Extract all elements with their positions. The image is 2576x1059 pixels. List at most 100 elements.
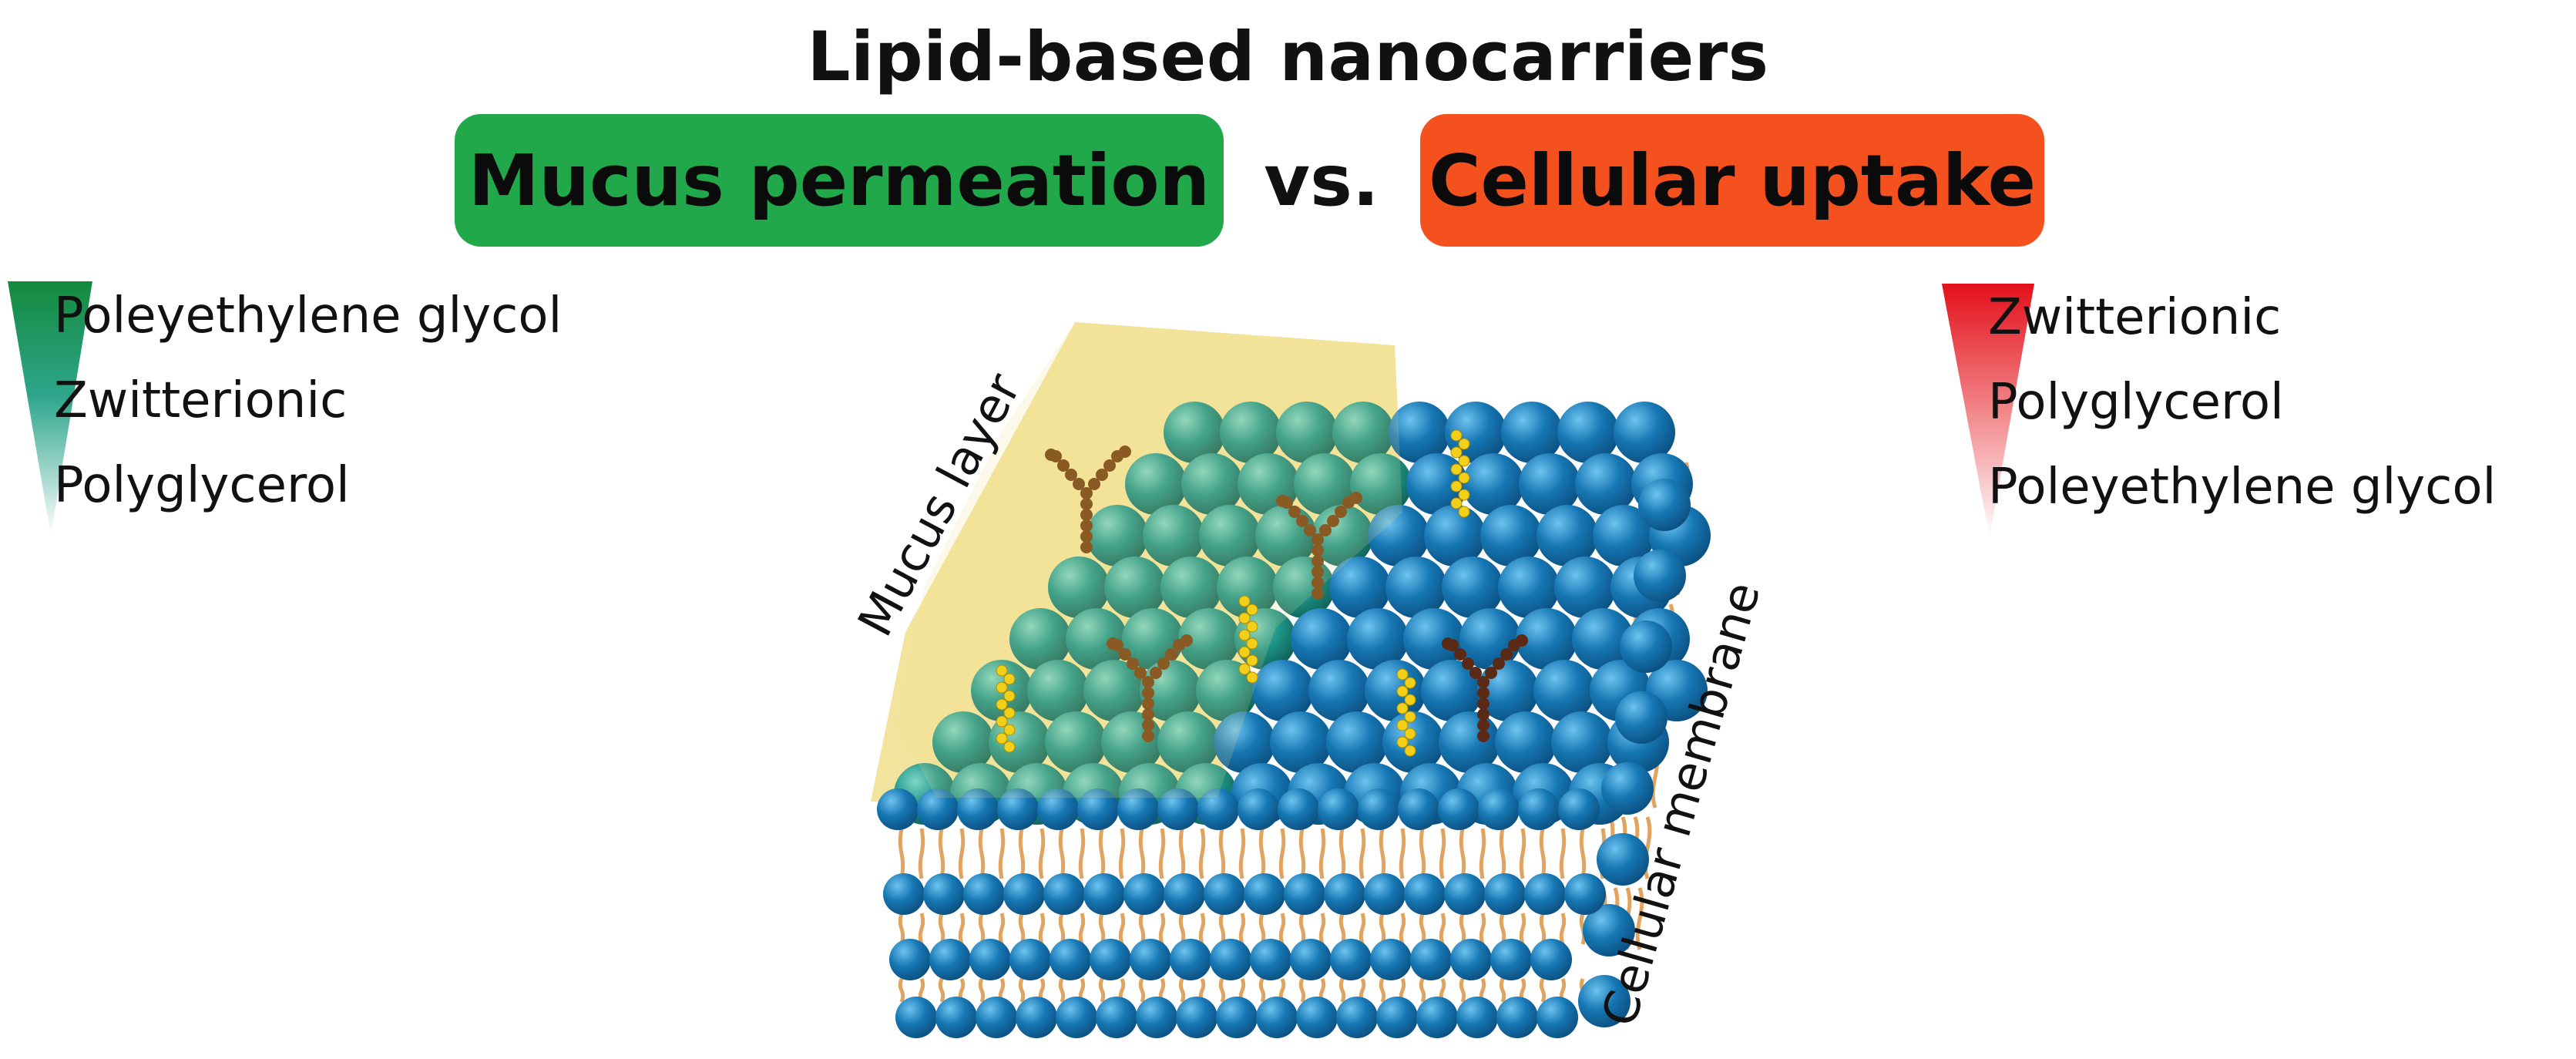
lipid-tail: [1479, 913, 1486, 945]
uptake-ranking-gradient-icon: [1942, 284, 2034, 538]
lipid-head: [1614, 402, 1675, 463]
glycoprotein-bead: [1288, 506, 1301, 518]
lipid-head: [1498, 556, 1560, 618]
glycoprotein-bead: [1088, 478, 1100, 490]
lipid-head: [1330, 939, 1372, 980]
lipid-tail: [1238, 913, 1246, 945]
glycoprotein-bead: [1516, 634, 1528, 647]
lipid-tail: [1218, 828, 1226, 879]
glycoprotein-bead: [1454, 648, 1466, 661]
lipid-head: [1216, 997, 1258, 1038]
versus-label: vs.: [1264, 139, 1379, 222]
lipid-head: [1410, 939, 1452, 980]
lipid-tail: [1038, 828, 1046, 879]
lipid-tail: [918, 913, 925, 945]
lipid-head: [1572, 608, 1634, 670]
mucus-covered-lipid-head: [1332, 402, 1394, 463]
lipid-head: [1296, 997, 1338, 1038]
glycoprotein-bead: [1312, 566, 1324, 578]
lipid-head: [1308, 660, 1370, 721]
lipid-head: [976, 997, 1017, 1038]
cholesterol-bead: [1003, 707, 1016, 719]
lipid-head: [1495, 711, 1557, 773]
lipid-tail: [1499, 828, 1506, 879]
cholesterol-bead: [1003, 741, 1016, 753]
lipid-head: [1252, 660, 1314, 721]
lipid-tail: [1098, 828, 1106, 879]
glycoprotein-bead: [1142, 676, 1154, 688]
lipid-head: [1551, 711, 1613, 773]
glycoprotein-bead: [1181, 634, 1193, 647]
mucus-covered-lipid-head: [1217, 556, 1278, 618]
cholesterol-bead: [1404, 728, 1416, 740]
cholesterol-bead: [1458, 506, 1470, 518]
glycoprotein-bead: [1134, 667, 1147, 679]
lipid-tail: [1158, 913, 1166, 945]
lipid-tail: [1379, 913, 1386, 945]
lipid-tail: [998, 913, 1006, 945]
lipid-head: [963, 873, 1005, 915]
uptake-ranking-item: Zwitterionic: [1988, 289, 2282, 346]
glycoprotein-bead: [1477, 687, 1490, 699]
lipid-head: [1376, 997, 1418, 1038]
lipid-tail: [1579, 913, 1587, 945]
lipid-tail: [1399, 828, 1406, 879]
glycoprotein-bead: [1045, 449, 1057, 461]
lipid-head: [1083, 873, 1125, 915]
mucus-covered-lipid-head: [1125, 453, 1187, 515]
lipid-head: [1009, 939, 1051, 980]
lipid-tail: [1635, 887, 1644, 950]
cholesterol-bead: [1404, 711, 1416, 723]
lipid-head: [1056, 997, 1097, 1038]
lipid-head: [1368, 505, 1429, 566]
lipid-head: [1478, 788, 1520, 830]
mucus-covered-lipid-head: [1294, 453, 1355, 515]
lipid-tail: [1238, 828, 1246, 879]
glycoprotein-bead: [1462, 657, 1474, 670]
lipid-tail: [1298, 978, 1306, 1003]
lipid-head: [1324, 873, 1365, 915]
lipid-tail: [958, 913, 966, 945]
glycoprotein-bead: [1119, 445, 1131, 458]
mucus-covered-lipid-head: [1178, 608, 1240, 670]
lipid-head: [1524, 873, 1566, 915]
mucus-ranking-item: Polyglycerol: [54, 457, 350, 514]
cholesterol-bead: [1458, 438, 1470, 450]
cholesterol-icon: [1450, 429, 1470, 518]
lipid-head: [1537, 505, 1598, 566]
lipid-head: [1336, 997, 1378, 1038]
lipid-head: [1037, 788, 1079, 830]
lipid-tail: [1258, 828, 1266, 879]
cholesterol-bead: [1246, 620, 1258, 633]
lipid-head: [1197, 788, 1239, 830]
lipid-head: [1123, 873, 1165, 915]
lipid-head: [1537, 997, 1578, 1038]
lipid-tail: [938, 913, 945, 945]
cholesterol-bead: [1396, 685, 1409, 698]
glycoprotein-icon: [1107, 634, 1193, 742]
uptake-ranking-item: Poleyethylene glycol: [1988, 459, 2497, 516]
lipid-tail: [1178, 828, 1186, 879]
glycoprotein-bead: [1469, 667, 1482, 679]
glycoprotein-bead: [1319, 524, 1332, 536]
lipid-tail: [1098, 913, 1106, 945]
cholesterol-bead: [1238, 663, 1251, 675]
lipid-tail: [1118, 828, 1126, 879]
lipid-head: [1043, 873, 1085, 915]
cholesterol-bead: [1458, 472, 1470, 484]
glycoprotein-bead: [1312, 533, 1324, 546]
mucus-covered-lipid-head: [1066, 608, 1127, 670]
lipid-head: [1557, 402, 1619, 463]
lipid-head: [1176, 997, 1217, 1038]
glycoprotein-bead: [1107, 637, 1119, 650]
lipid-head: [1463, 453, 1524, 515]
lipid-head: [1157, 788, 1199, 830]
lipid-head: [1250, 939, 1291, 980]
glycoprotein-bead: [1350, 492, 1362, 504]
lipid-tail: [1539, 828, 1547, 879]
glycoprotein-icon: [1442, 634, 1528, 742]
lipid-head: [1365, 660, 1426, 721]
lipid-head: [1516, 608, 1577, 670]
lipid-head: [1077, 788, 1119, 830]
